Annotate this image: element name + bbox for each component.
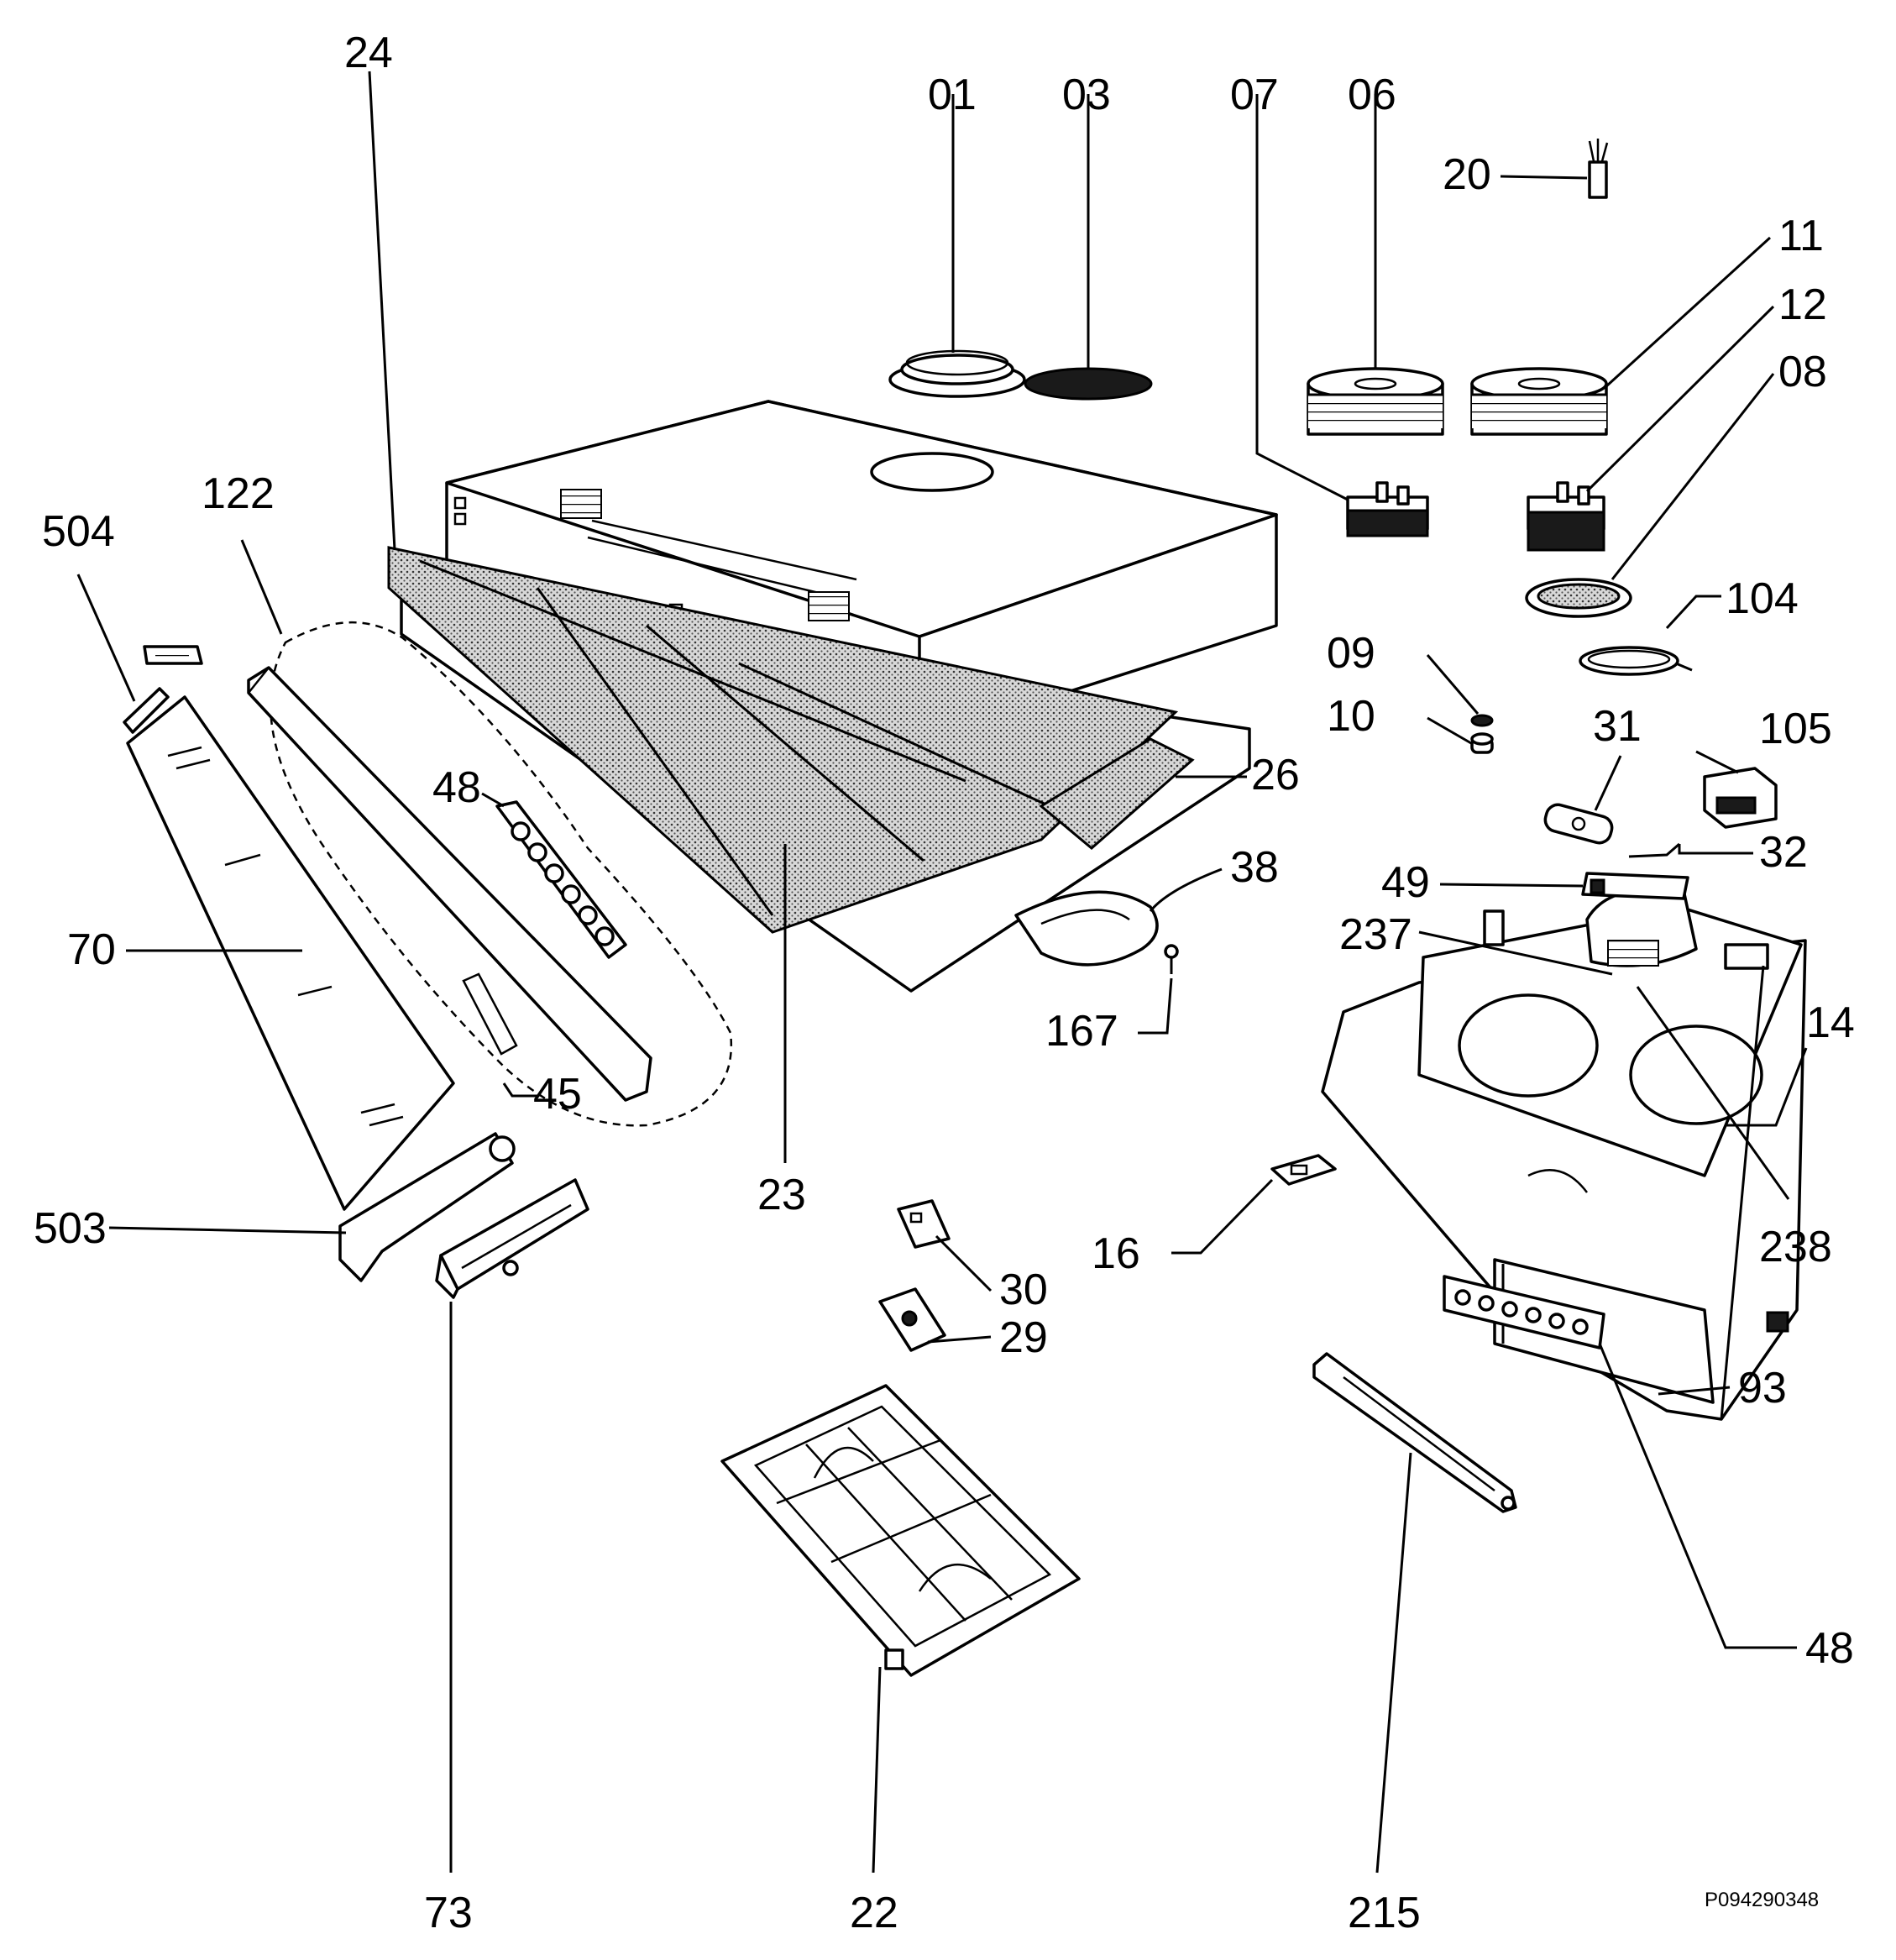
callout-45: 45 [533, 1070, 582, 1119]
carbon-filter-11 [1470, 367, 1608, 436]
label-16 [1270, 1154, 1337, 1186]
callout-labels: 01 03 07 06 20 11 12 08 104 24 122 504 4… [34, 29, 1855, 1937]
callout-24: 24 [344, 29, 393, 77]
callout-10: 10 [1327, 692, 1375, 741]
callout-105: 105 [1759, 705, 1832, 753]
callout-503: 503 [34, 1204, 107, 1253]
callout-215: 215 [1348, 1889, 1421, 1937]
callout-167: 167 [1045, 1007, 1118, 1056]
glass-panel-70 [126, 695, 455, 1211]
end-cap-73 [435, 1178, 589, 1299]
control-knob-panel-48 [1443, 1275, 1605, 1349]
lamp-holder-105 [1703, 767, 1778, 829]
small-clip [1766, 1311, 1789, 1333]
capacitor-20 [1588, 139, 1609, 199]
callout-26: 26 [1251, 751, 1300, 799]
end-cap-503 [338, 1132, 516, 1282]
callout-122: 122 [202, 469, 275, 518]
callout-06: 06 [1348, 71, 1396, 119]
callout-104: 104 [1726, 574, 1799, 623]
callout-30: 30 [999, 1266, 1048, 1314]
switch-plate-30 [897, 1199, 951, 1249]
callout-07: 07 [1230, 71, 1279, 119]
callout-12: 12 [1778, 280, 1827, 329]
callout-22: 22 [850, 1889, 898, 1937]
motor-mount-07 [1346, 481, 1429, 537]
drawing-code: P094290348 [1705, 1889, 1819, 1911]
callout-23: 23 [757, 1171, 806, 1219]
front-strip-122 [247, 621, 733, 1127]
screw-167 [1164, 944, 1179, 974]
callout-238: 238 [1759, 1223, 1832, 1271]
callout-03: 03 [1062, 71, 1111, 119]
end-cap-504 [123, 645, 203, 734]
callout-93: 93 [1738, 1364, 1787, 1412]
callout-14: 14 [1806, 998, 1855, 1047]
callout-73: 73 [424, 1889, 473, 1937]
callout-48-bottom: 48 [1805, 1624, 1854, 1673]
callout-237: 237 [1339, 910, 1412, 959]
control-panel-48-top [495, 800, 627, 959]
callout-38: 38 [1230, 843, 1279, 892]
callout-32: 32 [1759, 828, 1808, 877]
hood-body [445, 400, 1278, 808]
rail-215 [1312, 1352, 1517, 1513]
motor-mount-12 [1527, 481, 1605, 552]
check-valve-disc [1024, 367, 1153, 401]
clip-32 [1628, 842, 1680, 858]
switch-plate-29 [878, 1287, 946, 1352]
light-diffuser-38 [1014, 890, 1159, 967]
callout-70: 70 [67, 925, 116, 974]
callout-48-top: 48 [432, 763, 481, 812]
callout-09: 09 [1327, 629, 1375, 678]
carbon-filter-06 [1307, 367, 1444, 436]
leader-lines [76, 71, 1808, 1874]
washer-09 [1470, 714, 1494, 727]
callout-11: 11 [1778, 212, 1824, 260]
bracket-49 [1581, 872, 1689, 900]
exhaust-collar [888, 349, 1026, 398]
lamp-cover-104 [1579, 646, 1693, 676]
label-45 [462, 972, 518, 1056]
callout-49: 49 [1381, 858, 1430, 907]
nut-10 [1470, 732, 1494, 754]
callout-31: 31 [1593, 702, 1642, 751]
callout-29: 29 [999, 1313, 1048, 1362]
callout-504: 504 [42, 507, 115, 556]
filter-tray-22 [720, 1384, 1081, 1677]
grease-filter-frame [387, 546, 1251, 993]
lamp-31 [1543, 803, 1614, 845]
callout-20: 20 [1443, 150, 1491, 199]
callout-08: 08 [1778, 348, 1827, 396]
fan-housing-93 [1321, 887, 1807, 1421]
callout-01: 01 [928, 71, 977, 119]
callout-16: 16 [1092, 1229, 1140, 1278]
fan-grille-08 [1525, 578, 1632, 618]
